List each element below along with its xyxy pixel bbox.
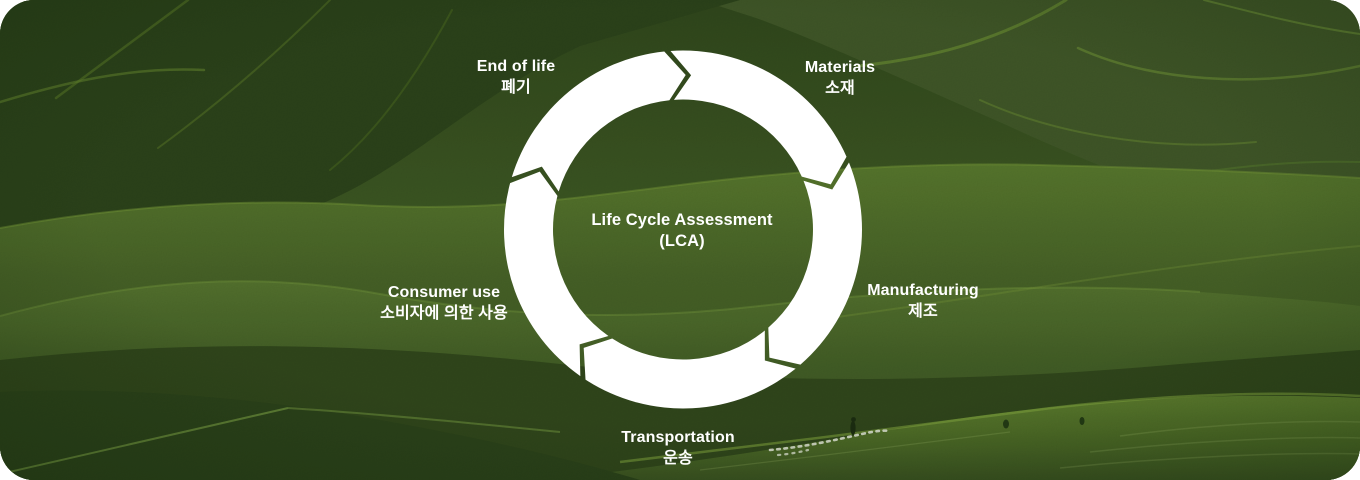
stage-label-materials-en: Materials [804, 59, 876, 76]
ring-segment-consumer-use [503, 171, 609, 377]
ring-segment-transportation [583, 330, 796, 409]
stage-label-consumer-use-ko: 소비자에 의한 사용 [380, 305, 508, 322]
stage-label-end-of-life-en: End of life [476, 58, 556, 75]
stage-label-materials-ko: 소재 [825, 80, 855, 97]
center-label: Life Cycle Assessment (LCA) [591, 210, 772, 252]
stage-label-consumer-use: Consumer use 소비자에 의한 사용 [380, 282, 508, 324]
stage-label-consumer-use-en: Consumer use [387, 284, 501, 301]
ring-segment-end-of-life [511, 51, 686, 192]
stage-label-end-of-life-ko: 폐기 [501, 79, 531, 96]
center-subtitle: (LCA) [659, 232, 705, 250]
ring-segment-manufacturing [768, 162, 862, 365]
stage-label-materials: Materials 소재 [805, 57, 875, 99]
center-title: Life Cycle Assessment [591, 211, 773, 229]
ring-segment-materials [670, 50, 847, 185]
stage-label-transportation-en: Transportation [621, 429, 735, 446]
stage-label-transportation-ko: 운송 [663, 450, 693, 467]
stage-label-manufacturing-en: Manufacturing [867, 282, 979, 299]
stage-label-transportation: Transportation 운송 [621, 427, 734, 469]
stage-label-manufacturing: Manufacturing 제조 [867, 280, 979, 322]
stage-label-end-of-life: End of life 폐기 [477, 56, 555, 98]
stage-label-manufacturing-ko: 제조 [908, 303, 938, 320]
